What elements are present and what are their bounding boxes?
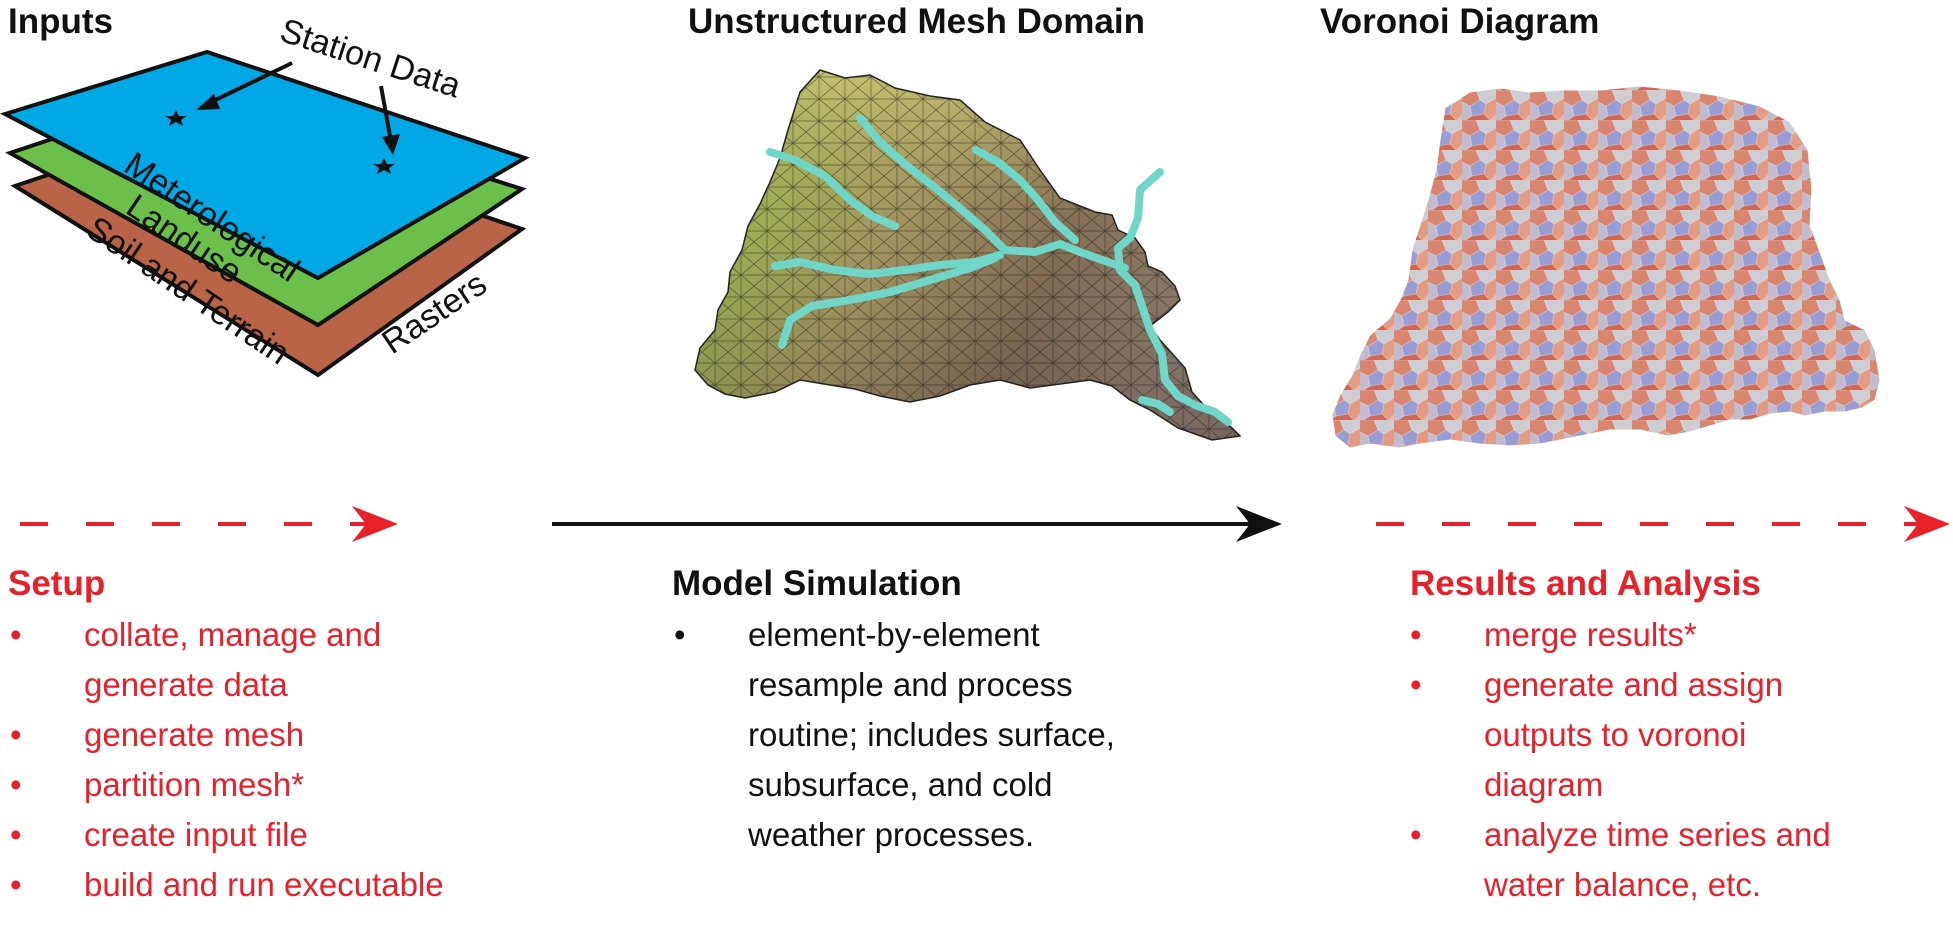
list-item: •create input file	[10, 816, 308, 853]
station-star-icon	[165, 110, 187, 126]
results-title: Results and Analysis	[1410, 564, 1761, 603]
list-item: •generate mesh	[10, 716, 305, 753]
results-dashed-arrow	[1376, 506, 1950, 542]
meteorological-layer	[0, 49, 530, 281]
voronoi-title: Voronoi Diagram	[1320, 2, 1600, 41]
inputs-title: Inputs	[8, 2, 113, 41]
list-item: •merge results*	[1410, 616, 1697, 653]
arrow-head-icon	[352, 506, 398, 542]
mesh-domain	[694, 69, 1242, 441]
list-item: •build and run executable	[10, 866, 444, 903]
arrow-head-icon	[196, 94, 220, 110]
river-network	[766, 114, 1232, 426]
list-item: •partition mesh*	[10, 766, 305, 803]
setup-title: Setup	[8, 564, 106, 603]
simulation-title: Model Simulation	[672, 564, 962, 603]
arrow-head-icon	[1236, 506, 1282, 542]
simulation-arrow	[552, 506, 1282, 542]
arrow-head-icon	[382, 134, 400, 155]
setup-dashed-arrow	[20, 506, 398, 542]
raster-stack	[0, 49, 530, 378]
mesh-title: Unstructured Mesh Domain	[688, 2, 1145, 41]
arrow-head-icon	[1904, 506, 1950, 542]
station-star-icon	[373, 158, 395, 174]
voronoi-domain	[1331, 85, 1881, 449]
